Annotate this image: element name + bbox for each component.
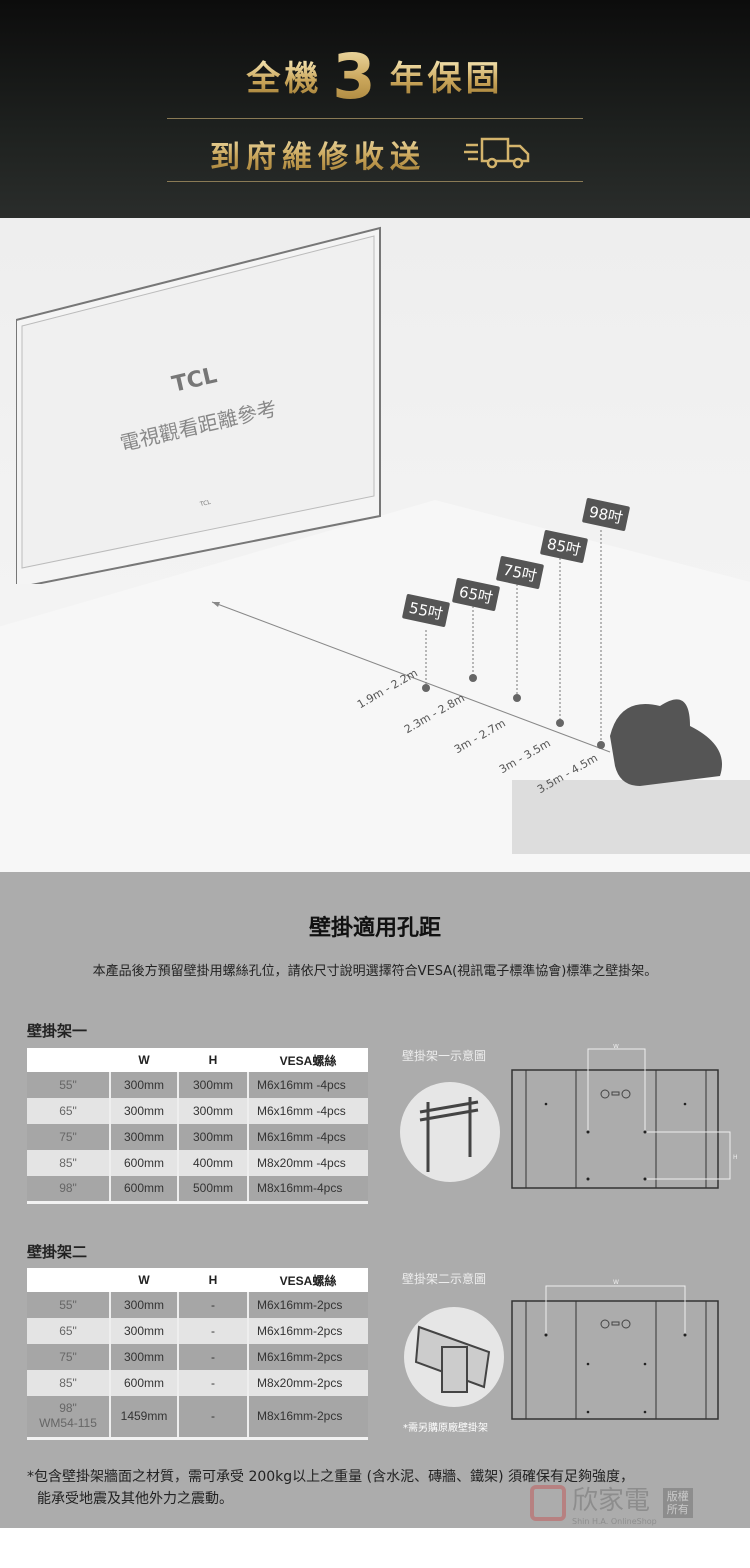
delivery-text: 到府維修收送 xyxy=(210,132,426,176)
tv-illustration xyxy=(16,226,381,584)
mount2-diagram-label: 壁掛架二示意圖 xyxy=(402,1272,487,1286)
mount2-purchase-note: *需另購原廠壁掛架 xyxy=(403,1423,488,1434)
mount2-back-diagram: W xyxy=(511,1279,719,1420)
svg-text:W: W xyxy=(613,1044,619,1050)
installation-note: *包含壁掛架牆面之材質，需可承受 200kg以上之重量 (含水泥、磚牆、鐵架) … xyxy=(27,1469,634,1507)
store-icon xyxy=(530,1485,566,1521)
distance-axis xyxy=(211,530,750,854)
table-row: 85"600mm-M8x20mm-2pcs xyxy=(27,1370,368,1396)
section-description: 本產品後方預留壁掛用螺絲孔位，請依尺寸說明選擇符合VESA(視訊電子標準協會)標… xyxy=(92,964,658,979)
divider xyxy=(167,181,583,182)
section-title: 壁掛適用孔距 xyxy=(308,916,441,941)
table-row: 75"300mm-M6x16mm-2pcs xyxy=(27,1344,368,1370)
divider xyxy=(167,118,583,119)
mount1-back-diagram: WH xyxy=(511,1044,738,1189)
table-row: 65"300mm-M6x16mm-2pcs xyxy=(27,1318,368,1344)
table-row: 55"300mm-M6x16mm-2pcs xyxy=(27,1292,368,1318)
mount2-title: 壁掛架二 xyxy=(27,1243,88,1261)
mount1-title: 壁掛架一 xyxy=(27,1022,88,1040)
mount1-bracket-image xyxy=(400,1082,500,1182)
mount1-diagram-label: 壁掛架一示意圖 xyxy=(402,1049,487,1063)
svg-text:W: W xyxy=(613,1279,619,1286)
svg-text:H: H xyxy=(733,1154,738,1161)
mount2-bracket-image xyxy=(404,1307,504,1407)
truck-icon xyxy=(464,137,530,169)
